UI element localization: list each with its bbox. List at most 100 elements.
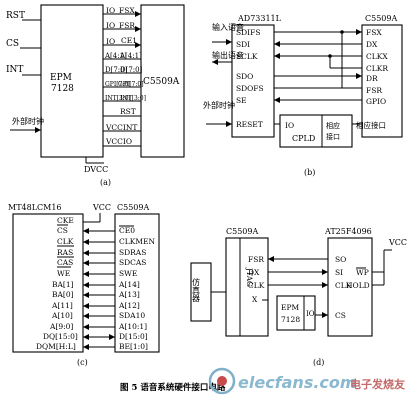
watermark-logo-ring [208,367,236,395]
flash-pin-hold: HOLD [346,281,370,290]
sdram-pin-a9-0: A[9:0] [49,322,73,331]
cpld-epm7128-box [40,4,104,158]
dsp-c-pin-labels: CE0 CLKMEN SDRAS SDCAS SWE A[14] A[13] A… [118,226,155,351]
codec-box [231,24,275,138]
io-label-2: IO [106,21,115,30]
io-label-3: IO [106,37,115,46]
dsp-box-d [225,237,269,337]
output-voice-label: 输出语音 [212,50,244,60]
dsp-pin-sda10: SDA10 [119,311,145,320]
codec-pin-sclk: SCLK [236,52,258,61]
panel-d: C5509A AT25F4096 仿真器 JTAG FSR DX CLK X S… [190,227,407,367]
codec-pin-sdo: SDO [236,72,253,81]
watermark: elecfans.com 电子发烧友 [208,367,405,395]
codec-pin-sdi: SDI [236,40,250,49]
vccint-label: VCCINT [105,123,137,132]
rst-signal-label: RST [6,11,25,21]
sig-cpld-gpi: GPI[7:0] [105,81,131,88]
panel-a: EPM 7128 C5509A RST CS INT 外部时钟 IO IO IO [6,4,185,187]
dsp-pin-fsr: FSR [366,86,382,95]
dsp-pin-fsx: FSX [366,28,382,37]
voice-out-arrow [212,59,218,65]
sdram-pin-ras: RAS [57,248,73,257]
dsp-pin-sdras: SDRAS [119,248,146,257]
dsp-name: C5509A [143,77,180,87]
cpld-io-b: IO [285,121,294,130]
dsp-pin-sdcas: SDCAS [119,258,146,267]
flash-name: AT25F4096 [324,227,372,236]
dsp-pin-a12: A[12] [118,301,140,310]
caption-a: (a) [100,178,111,187]
sig-dsp-d: D[7:0] [120,66,143,74]
dsp-pin-clkmen: CLKMEN [119,237,155,246]
dsp-port-b: 相应接口 [356,120,386,130]
flash-pin-clk: CLK [335,281,352,290]
sig-fsx: FSX [119,6,135,15]
dsp-pin-ce0: CE0 [119,226,135,235]
sdram-dsp-wires [83,228,115,350]
dsp-flash-wires [262,256,328,301]
cpld-name-line2: 7128 [51,84,74,94]
panel-c: MT48LCM16 C5509A VCC CKE CS CLK RAS CAS … [8,203,160,367]
codec-name: AD73311L [237,14,282,23]
dsp-pin-clkr: CLKR [366,64,388,73]
flash-box [327,237,373,337]
io-label-1: IO [106,6,115,15]
watermark-site: elecfans.com [238,373,357,392]
sdram-pin-ba1: BA[1] [52,280,74,289]
sdram-box [12,213,84,353]
dsp-name-b: C5509A [365,14,397,23]
dsp-pin-a14: A[14] [118,280,140,289]
dsp-pin-d: D[15:0] [119,332,148,341]
sdram-pin-dqm: DQM[H:L] [36,342,76,351]
cpld-port-1: 相应 [326,121,340,130]
sig-cpld-int: INT[3:0] [105,95,131,102]
watermark-cn: 电子发烧友 [350,377,405,391]
flash-pin-si: SI [335,268,343,277]
sdram-pin-we: WE [57,269,70,278]
sig-rst: RST [120,107,136,116]
jtag-label: JTAG [245,267,254,287]
vcc-label-d: VCC [388,238,407,247]
sdram-pin-cas: CAS [57,258,73,267]
sig-cpld-d: D[7:0] [105,66,128,74]
vccio-label: VCCIO [105,137,132,146]
dsp-d-pin-x: X [252,295,258,304]
cpld-d-name-1: EPM [281,303,300,312]
dsp-pin-a13: A[13] [118,290,140,299]
dsp-box-b [361,24,403,138]
sdram-pin-a11: A[11] [51,301,73,310]
codec-pin-sdofs: SDOFS [236,84,264,93]
dsp-d-pin-dx: DX [248,268,260,277]
int-signal-label: INT [6,65,23,75]
reset-arrow [226,121,232,127]
ext-clock-label: 外部时钟 [12,116,44,126]
dsp-pin-a10-1: A[10:1] [118,322,147,331]
cpld-d-io: IO [306,310,315,318]
ext-clock-b: 外部时钟 [203,100,235,110]
voice-in-arrow [226,39,232,45]
dsp-pin-be: BE[1:0] [119,342,148,351]
codec-pin-sdifs: SDIFS [236,28,260,37]
sdram-pin-labels: CKE CS CLK RAS CAS WE BA[1] BA[0] A[11] … [36,216,78,351]
dsp-d-pin-fsr: FSR [248,255,264,264]
dsp-pin-gpio: GPIO [366,97,386,106]
sdram-pin-cs: CS [57,226,68,235]
io-bus [103,11,141,117]
emulator-label: 仿真器 [192,277,201,303]
dsp-box-c [114,213,160,353]
sdram-pin-a10: A[10] [51,311,73,320]
input-voice-label: 输入语音 [212,22,244,32]
codec-pin-reset: RESET [236,120,263,129]
sig-ce1: CE1 [121,36,137,45]
cs-signal-label: CS [6,39,19,49]
cpld-box-b [279,114,353,148]
dsp-pin-dx: DX [366,40,378,49]
dsp-name-c: C5509A [117,203,149,212]
ext-clock-arrow [35,127,41,133]
sdram-pin-cke: CKE [57,216,74,225]
cpld-box-d [276,295,316,331]
dsp-pin-clkx: CLKX [366,52,388,61]
cpld-name-b: CPLD [292,134,315,143]
